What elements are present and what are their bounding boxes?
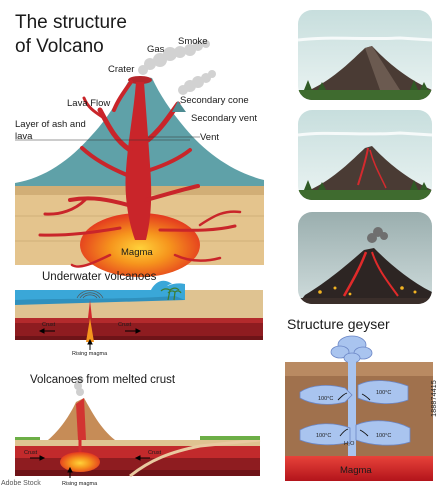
main-volcano — [15, 40, 264, 277]
label-lava-flow: Lava Flow — [67, 98, 111, 109]
geyser-temp-4: 100°C — [376, 433, 392, 439]
melted-rising-magma: Rising magma — [62, 481, 98, 487]
watermark-id: 188874415 — [431, 380, 438, 417]
watermark-site: Adobe Stock — [1, 480, 41, 487]
geyser-temp-1: 100°C — [318, 396, 334, 402]
main-title-line-2: of Volcano — [15, 36, 104, 57]
melted-title: Volcanoes from melted crust — [30, 374, 176, 386]
underwater-crust-left: Crust — [42, 322, 56, 328]
underwater-crust-right: Crust — [118, 322, 132, 328]
melted-crust-diagram — [15, 376, 261, 478]
geyser-water-label: H₂O — [344, 441, 355, 447]
geyser-temp-3: 100°C — [316, 433, 332, 439]
geyser-magma-label: Magma — [340, 465, 372, 476]
label-layer-line-1: Layer of ash and — [15, 119, 86, 130]
label-layer-line-2: lava — [15, 131, 33, 142]
volcano-stage-panel-3 — [298, 212, 432, 304]
label-secondary-vent: Secondary vent — [191, 113, 258, 124]
label-smoke: Smoke — [178, 36, 208, 47]
label-crater: Crater — [108, 64, 135, 75]
label-vent: Vent — [200, 132, 220, 143]
geyser-diagram — [285, 335, 433, 481]
label-magma: Magma — [121, 247, 153, 258]
underwater-crust — [15, 318, 263, 340]
underwater-rising-magma: Rising magma — [72, 351, 108, 357]
geyser-temp-2: 100°C — [376, 390, 392, 396]
label-secondary-cone: Secondary cone — [180, 95, 249, 106]
volcano-stage-panel-1 — [298, 10, 432, 100]
volcano-stage-panel-2 — [298, 110, 432, 200]
underwater-volcano-diagram — [15, 280, 263, 350]
geyser-title: Structure geyser — [287, 316, 390, 332]
underwater-title: Underwater volcanoes — [42, 271, 157, 283]
melted-crust-right: Crust — [148, 450, 162, 456]
label-gas: Gas — [147, 44, 165, 55]
main-title-line-1: The structure — [15, 12, 127, 33]
melted-crust-left: Crust — [24, 450, 38, 456]
